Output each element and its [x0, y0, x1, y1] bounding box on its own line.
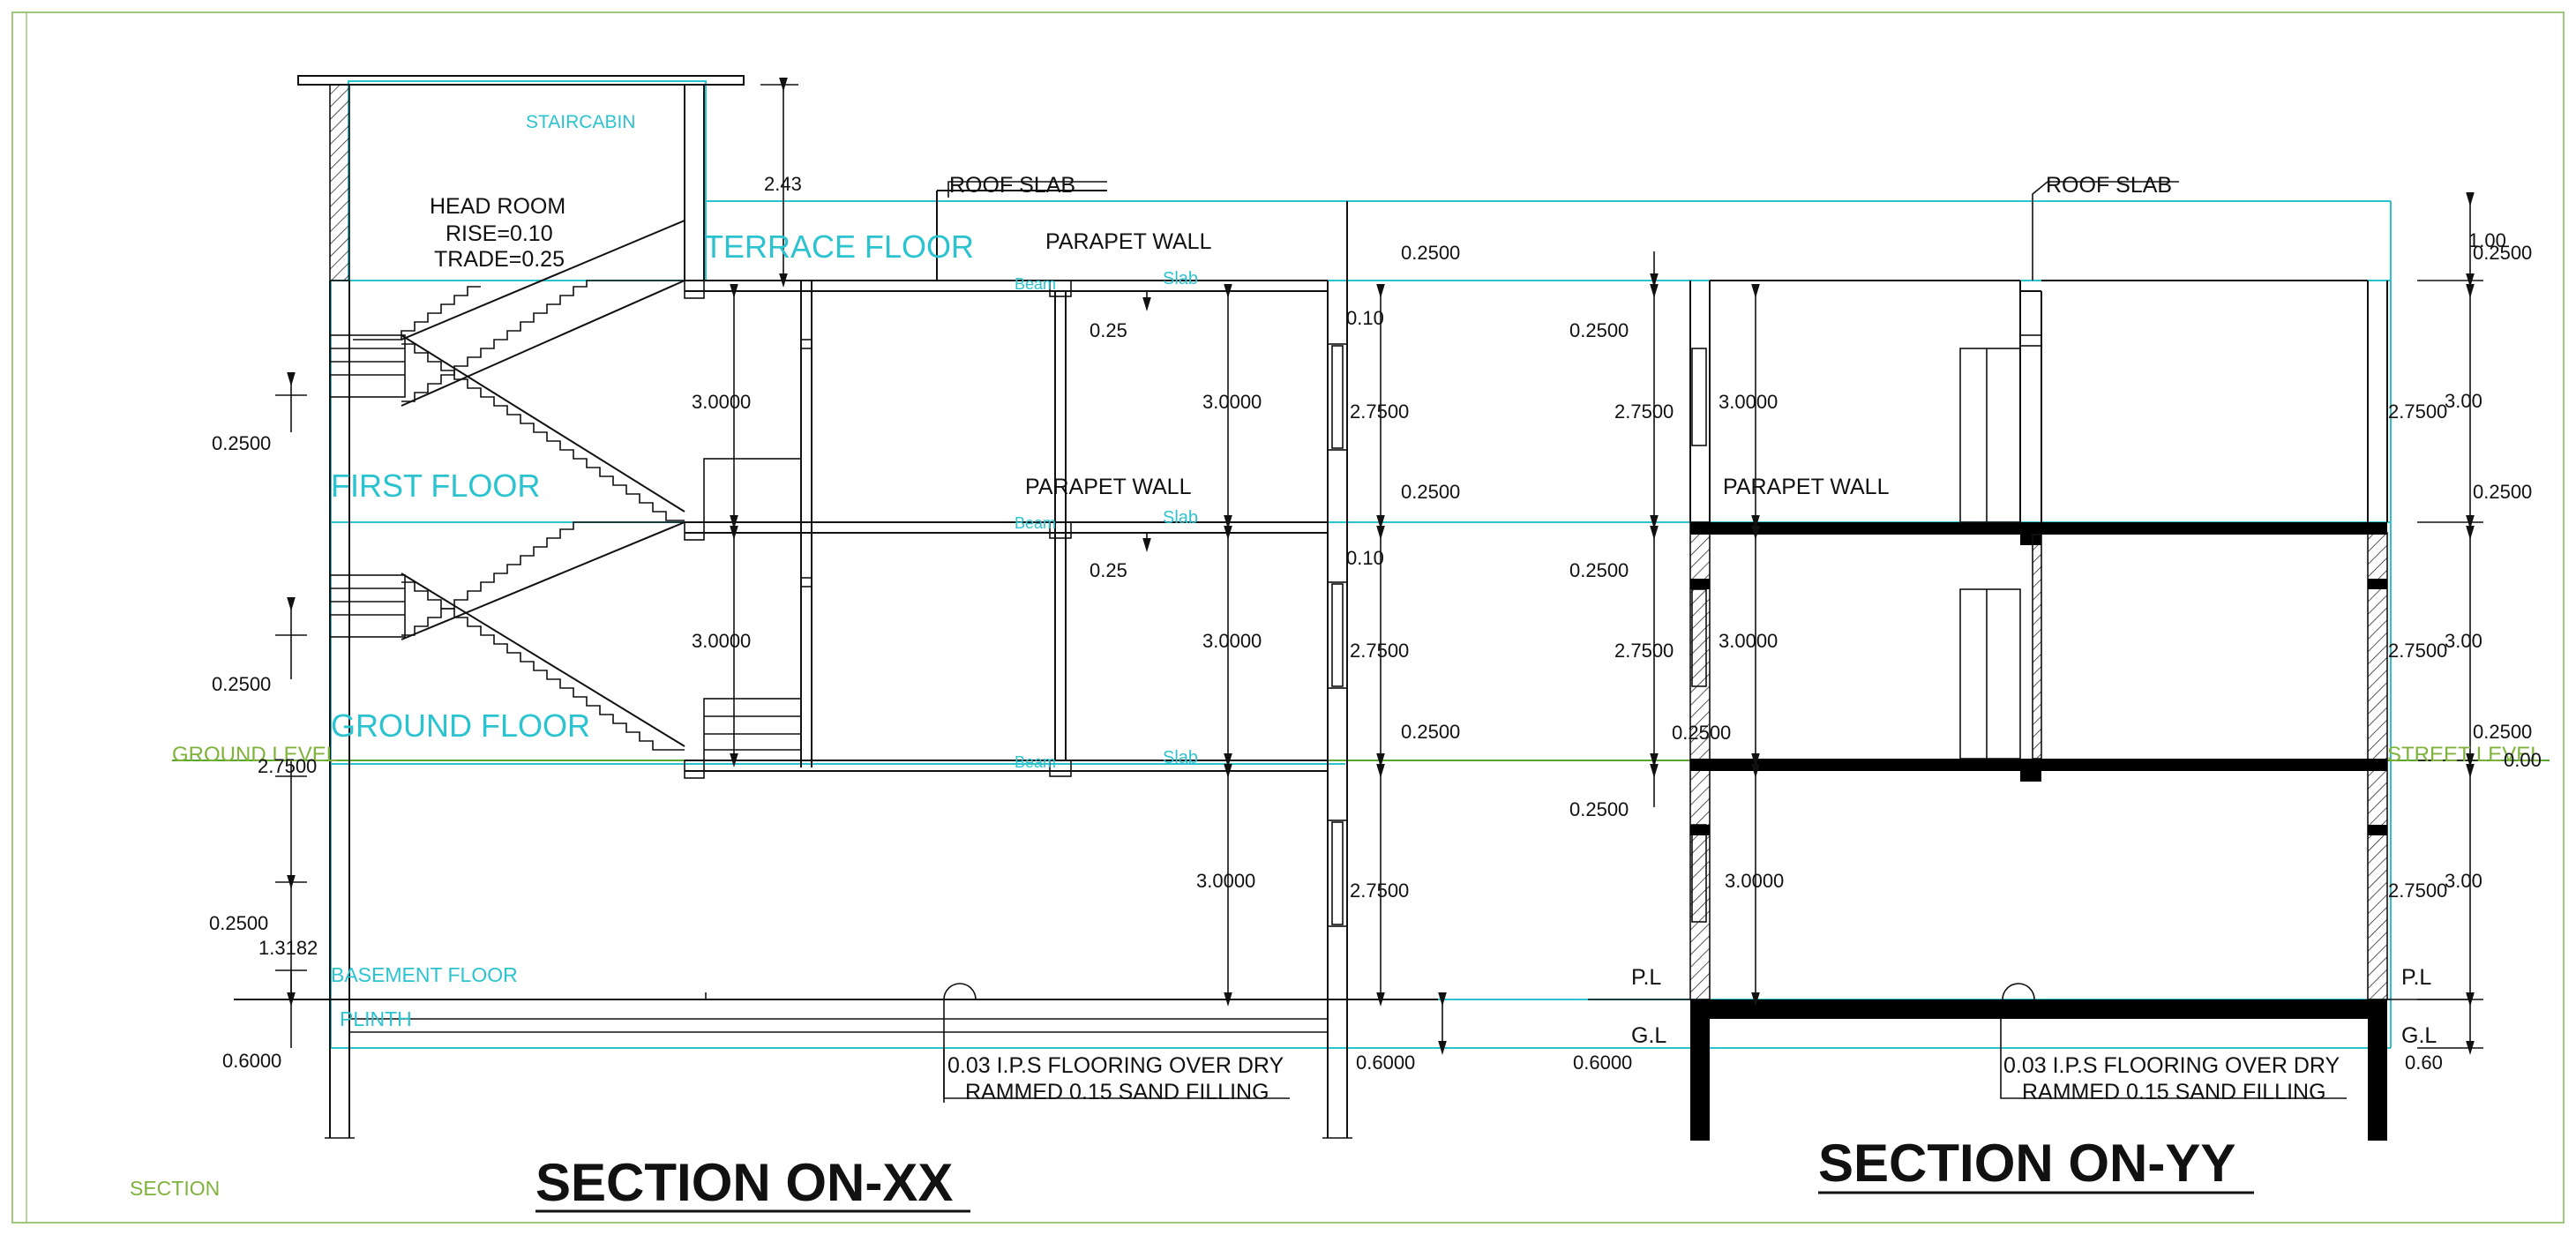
dim-xx-left-025a: 0.2500	[212, 432, 271, 454]
slab-label-1: Slab	[1163, 269, 1198, 288]
dim-xx-right-275b: 2.7500	[1350, 640, 1409, 662]
dim-xx-left-13182: 1.3182	[258, 937, 318, 959]
first-floor-label: FIRST FLOOR	[331, 468, 540, 504]
beam-label-2: Beam	[1015, 514, 1056, 532]
section-xx	[234, 75, 1447, 1139]
sheet-border	[11, 11, 2565, 1224]
dim-xx-right-06: 0.6000	[1356, 1052, 1415, 1074]
rise-label: RISE=0.10	[446, 221, 553, 246]
dim-yy-right-025a: 0.2500	[2473, 242, 2532, 264]
dim-yy-right-060: 0.60	[2405, 1052, 2443, 1074]
pl-right-label: P.L	[2401, 965, 2431, 990]
gl-right-label: G.L	[2401, 1023, 2437, 1048]
dim-xx-beam-025a: 0.25	[1090, 319, 1127, 341]
dim-yy-right-100: 1.00	[2468, 229, 2506, 251]
dim-xx-stair-3a: 3.0000	[692, 391, 751, 413]
slab-label-2: Slab	[1163, 508, 1198, 528]
dim-yy-right-025b: 0.2500	[2473, 481, 2532, 503]
section-note-label: SECTION	[130, 1177, 220, 1200]
terrace-floor-label: TERRACE FLOOR	[704, 228, 974, 265]
dim-yy-inner-3b: 3.0000	[1719, 630, 1778, 652]
dim-yy-right-275c: 2.7500	[2388, 879, 2447, 902]
dim-xx-right-275c: 2.7500	[1350, 879, 1409, 902]
section-xx-title: SECTION ON-XX	[535, 1153, 953, 1212]
dim-yy-left-025d: 0.2500	[1569, 798, 1629, 820]
flooring-yy-line2: RAMMED 0.15 SAND FILLING	[2022, 1080, 2326, 1104]
dim-yy-left-275a: 2.7500	[1614, 400, 1674, 423]
dim-yy-left-06: 0.6000	[1573, 1052, 1632, 1074]
head-room-label: HEAD ROOM	[430, 194, 565, 219]
pl-left-label: P.L	[1631, 965, 1661, 990]
plinth-label: PLINTH	[340, 1007, 412, 1030]
trade-label: TRADE=0.25	[434, 247, 565, 272]
drawing-labels: STAIRCABIN HEAD ROOM RISE=0.10 TRADE=0.2…	[130, 112, 2542, 1213]
dim-xx-right-025b: 0.2500	[1401, 481, 1460, 503]
dim-xx-right-010b: 0.10	[1346, 547, 1384, 569]
dim-xx-right-275a: 2.7500	[1350, 400, 1409, 423]
roof-slab-xx-label: ROOF SLAB	[949, 173, 1075, 198]
dim-xx-stair-3b: 3.0000	[692, 630, 751, 652]
parapet-wall-xx-1: PARAPET WALL	[1045, 229, 1212, 254]
dim-yy-right-3b: 3.00	[2445, 630, 2482, 652]
dim-yy-right-3c: 3.00	[2445, 870, 2482, 892]
street-level-label: STREET LEVEL	[2387, 743, 2542, 767]
dim-yy-left-025b: 0.2500	[1569, 559, 1629, 581]
dim-yy-right-025c: 0.2500	[2473, 721, 2532, 743]
dim-xx-right-025c: 0.2500	[1401, 721, 1460, 743]
flooring-xx-line2: RAMMED 0.15 SAND FILLING	[965, 1080, 1269, 1104]
section-yy	[1588, 181, 2483, 1141]
dim-yy-left-275b: 2.7500	[1614, 640, 1674, 662]
dim-xx-right-010a: 0.10	[1346, 307, 1384, 329]
dim-xx-left-06: 0.6000	[222, 1050, 281, 1072]
dim-xx-mid-3a: 3.0000	[1202, 391, 1262, 413]
dim-xx-right-025a: 0.2500	[1401, 242, 1460, 264]
dim-xx-mid-3c: 3.0000	[1196, 870, 1255, 892]
gl-left-label: G.L	[1631, 1023, 1666, 1048]
parapet-wall-xx-2: PARAPET WALL	[1025, 475, 1192, 499]
dim-yy-inner-3c: 3.0000	[1725, 870, 1784, 892]
basement-floor-label: BASEMENT FLOOR	[331, 963, 518, 986]
dim-xx-left-275: 2.7500	[258, 755, 317, 777]
dim-yy-right-000: 0.00	[2504, 749, 2542, 771]
section-yy-title: SECTION ON-YY	[1818, 1134, 2235, 1193]
dim-yy-left-025a: 0.2500	[1569, 319, 1629, 341]
dim-xx-beam-025b: 0.25	[1090, 559, 1127, 581]
beam-label-1: Beam	[1015, 275, 1056, 293]
staircabin-label: STAIRCABIN	[526, 112, 635, 132]
dim-yy-right-3a: 3.00	[2445, 390, 2482, 412]
ground-floor-label: GROUND FLOOR	[331, 707, 590, 744]
ground-level-label: GROUND LEVEL	[172, 743, 338, 767]
slab-label-3: Slab	[1163, 748, 1198, 767]
beam-label-3: Beam	[1015, 753, 1056, 771]
roof-slab-yy-label: ROOF SLAB	[2046, 173, 2172, 198]
cabin-height-dim: 2.43	[764, 173, 802, 195]
dim-yy-right-275a: 2.7500	[2388, 400, 2447, 423]
flooring-yy-line1: 0.03 I.P.S FLOORING OVER DRY	[2003, 1053, 2340, 1078]
dim-yy-right-275b: 2.7500	[2388, 640, 2447, 662]
parapet-wall-yy: PARAPET WALL	[1723, 475, 1890, 499]
dim-yy-inner-3a: 3.0000	[1719, 391, 1778, 413]
dim-xx-left-025b: 0.2500	[212, 673, 271, 695]
flooring-xx-line1: 0.03 I.P.S FLOORING OVER DRY	[947, 1053, 1284, 1078]
dim-xx-left-025c: 0.2500	[209, 912, 268, 934]
dim-yy-left-025c: 0.2500	[1672, 722, 1731, 744]
dim-xx-mid-3b: 3.0000	[1202, 630, 1262, 652]
